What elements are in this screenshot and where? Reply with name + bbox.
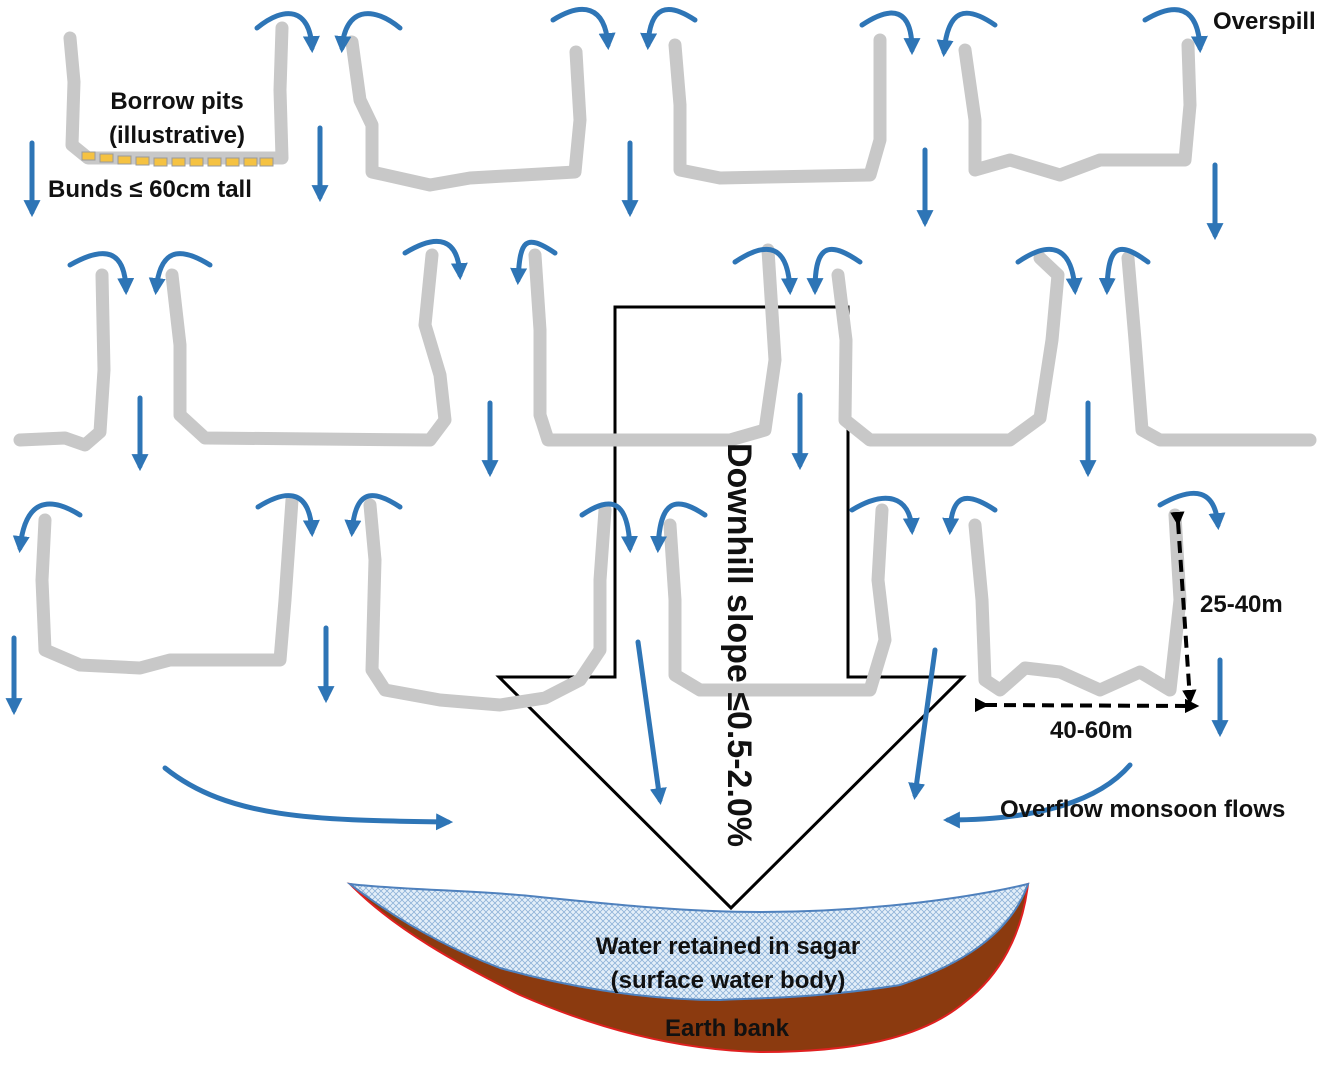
retained-water [346,882,1030,1002]
bunds-height-label: Bunds ≤ 60cm tall [48,176,252,203]
downhill-slope-label: Downhill slope ≤0.5-2.0% [720,443,758,847]
bund-r1-4 [958,38,1197,182]
downhill-flow-arrows [5,125,1229,738]
width-dimension-line [974,697,1200,714]
converging-flow-arrows [162,639,1133,831]
overspill-label: Overspill [1213,8,1316,35]
bund-r3-1 [35,493,299,675]
overflow-monsoon-label: Overflow monsoon flows [1000,796,1285,823]
bund-r1-2 [345,35,587,192]
bund-r2-4 [831,251,1065,447]
height-dimension-line [1170,511,1197,705]
width-dimension-label: 40-60m [1050,717,1133,744]
borrow-pits-label-line1: Borrow pits [110,88,243,115]
bund-r2-5 [1121,251,1317,447]
dimension-markers [974,511,1200,714]
bund-r3-4 [968,508,1187,697]
height-dimension-label: 25-40m [1200,591,1283,618]
earth-bank-label: Earth bank [665,1015,790,1042]
bund-r2-1 [13,268,111,452]
borrow-pits [81,151,274,167]
water-retained-label-line2: (surface water body) [611,967,846,994]
bund-r3-2 [363,498,612,712]
borrow-pits-label-line2: (illustrative) [109,122,245,149]
bund-field [13,21,1317,712]
bund-r2-3 [528,243,782,447]
water-retained-label-line1: Water retained in sagar [596,933,861,960]
bund-r1-3 [668,33,887,185]
bund-r3-3 [663,503,892,697]
sagar-water-body [346,882,1030,1054]
bund-r2-2 [165,248,452,447]
overspill-arrows [12,7,1226,554]
